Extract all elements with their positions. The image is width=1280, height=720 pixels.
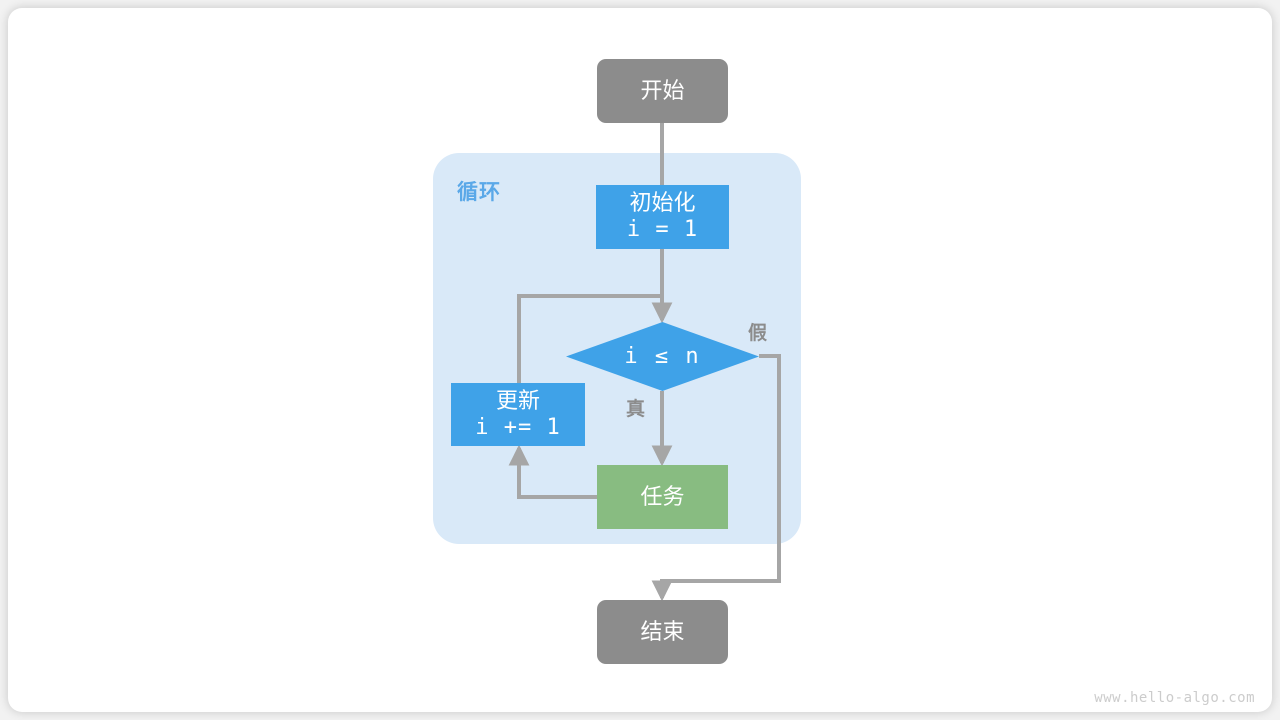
node-start-label: 开始 xyxy=(640,77,685,103)
edge-label-false: 假 xyxy=(748,323,768,344)
node-start[interactable]: 开始 xyxy=(597,59,728,123)
watermark: www.hello-algo.com xyxy=(1094,690,1255,706)
node-end[interactable]: 结束 xyxy=(597,600,728,664)
node-end-label: 结束 xyxy=(640,618,685,644)
edge-update-to-decision xyxy=(517,294,662,383)
loop-container-label: 循环 xyxy=(457,181,501,204)
node-update-label: 更新 xyxy=(495,387,540,413)
edge-task-to-update xyxy=(508,444,597,499)
node-task-label: 任务 xyxy=(640,483,685,509)
node-init[interactable]: 初始化 i = 1 xyxy=(596,185,729,249)
edge-decision-false-to-end xyxy=(651,354,781,602)
node-update[interactable]: 更新 i += 1 xyxy=(451,383,585,446)
node-init-label: 初始化 xyxy=(629,190,696,216)
node-update-expression: i += 1 xyxy=(475,414,561,440)
flowchart-canvas: 循环 xyxy=(8,8,1272,712)
node-init-expression: i = 1 xyxy=(626,217,699,242)
node-decision-label: i ≤ n xyxy=(624,344,701,369)
diagram-card: 循环 xyxy=(8,8,1272,712)
connector-layer xyxy=(508,123,781,602)
node-decision[interactable]: i ≤ n xyxy=(566,322,759,391)
edge-label-true: 真 xyxy=(626,399,646,420)
node-task[interactable]: 任务 xyxy=(597,465,728,529)
